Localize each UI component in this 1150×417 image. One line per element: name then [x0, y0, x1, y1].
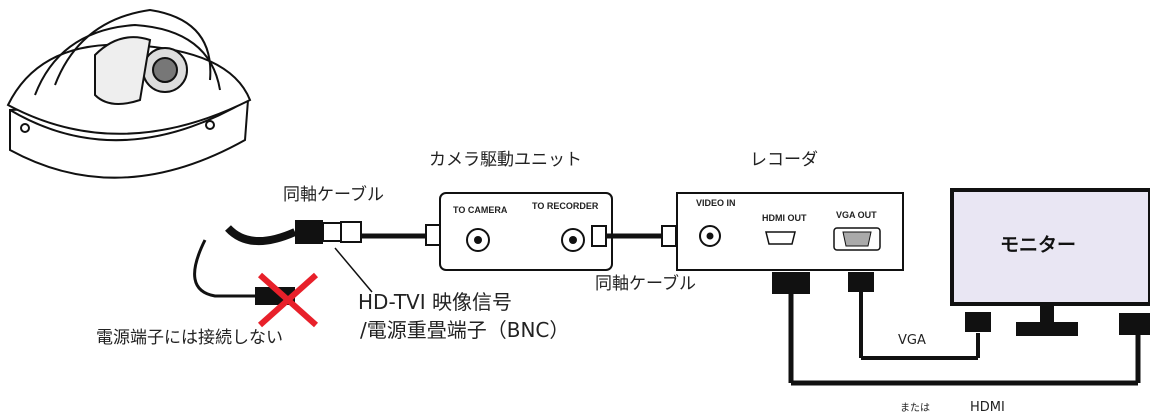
video-in-port-label: VIDEO IN — [696, 198, 736, 208]
monitor — [950, 188, 1150, 336]
power-cable — [193, 239, 318, 328]
vga-cable-label: VGA — [898, 333, 926, 348]
camera-drive-unit-label: カメラ駆動ユニット — [429, 150, 582, 170]
hdtvi-signal-label-line2: /電源重畳端子（BNC） — [360, 318, 570, 342]
or-label: または — [900, 403, 930, 414]
output-cables — [772, 272, 1150, 386]
dome-camera — [6, 8, 252, 179]
unit-recorder-cable — [591, 225, 677, 247]
recorder-box — [676, 192, 904, 271]
hdmi-cable-label: HDMI — [970, 400, 1005, 415]
to-camera-port-label: TO CAMERA — [453, 205, 508, 215]
no-power-connect-label: 電源端子には接続しない — [96, 328, 283, 348]
to-recorder-port-label: TO RECORDER — [532, 201, 599, 211]
coax-cable-label-top: 同軸ケーブル — [283, 185, 384, 205]
monitor-label: モニター — [1000, 234, 1077, 256]
recorder-label: レコーダ — [750, 150, 818, 170]
camera-drive-unit-box — [439, 192, 613, 271]
camera-bnc-cable — [225, 220, 441, 246]
hdtvi-signal-label-line1: HD-TVI 映像信号 — [358, 290, 512, 314]
pointer-line — [334, 247, 373, 293]
vga-out-port-label: VGA OUT — [836, 210, 877, 220]
coax-cable-label-bottom: 同軸ケーブル — [595, 274, 696, 294]
hdmi-out-port-label: HDMI OUT — [762, 213, 807, 223]
